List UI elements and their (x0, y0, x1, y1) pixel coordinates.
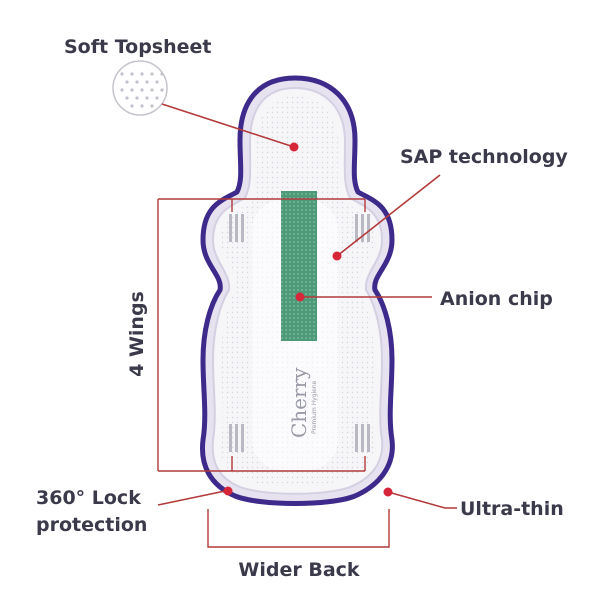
label-anion-chip: Anion chip (440, 288, 553, 310)
label-sap-technology: SAP technology (400, 146, 568, 168)
label-4-wings: 4 Wings (126, 291, 148, 377)
adhesive-strips (229, 214, 370, 452)
label-lock-line2: protection (36, 514, 147, 536)
dot-lock (223, 486, 233, 496)
brand-mark: Cherry Premium Hygiene (287, 367, 318, 438)
marker-dots (223, 142, 393, 497)
topsheet-magnifier (112, 60, 168, 116)
leader-topsheet (161, 103, 295, 148)
label-soft-topsheet: Soft Topsheet (64, 36, 211, 58)
leader-sap (336, 174, 441, 257)
leader-lock (157, 490, 226, 506)
label-lock-line1: 360° Lock (36, 487, 141, 509)
dot-sap (332, 251, 342, 261)
label-wider-back: Wider Back (238, 559, 360, 581)
anion-chip-strip (281, 191, 317, 341)
label-ultra-thin: Ultra-thin (460, 498, 564, 520)
wider-back-bracket (207, 509, 390, 548)
leader-ultra-thin (387, 491, 457, 509)
dot-topsheet (289, 142, 299, 152)
dot-anion (295, 292, 305, 302)
wings-bracket (157, 198, 366, 472)
brand-tagline: Premium Hygiene (311, 380, 318, 434)
brand-name: Cherry (287, 367, 311, 438)
leader-lines (157, 103, 457, 509)
dot-ultra-thin (383, 487, 393, 497)
